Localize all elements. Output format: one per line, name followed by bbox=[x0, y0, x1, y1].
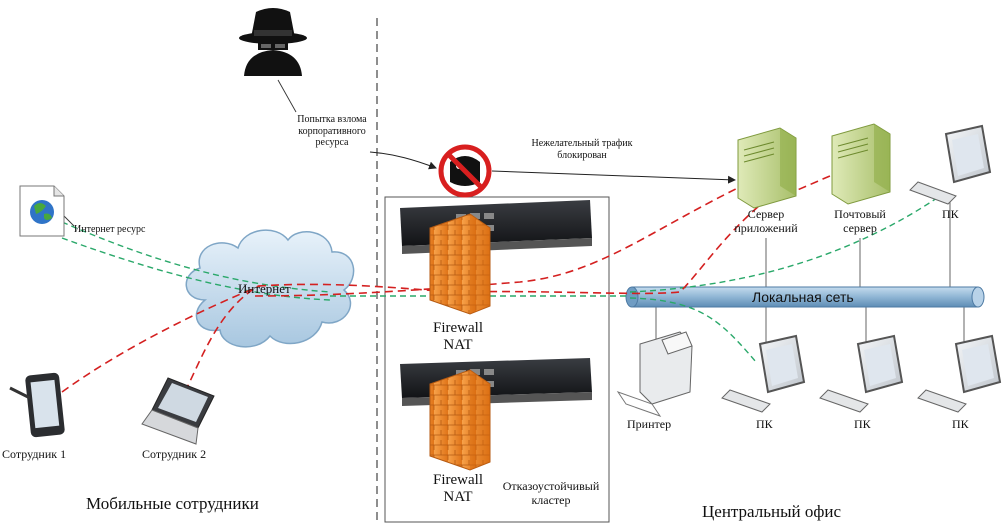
pc-bottom-1-label: ПК bbox=[756, 417, 773, 431]
attacker-label-line: ресурса bbox=[315, 137, 349, 148]
blocked-arrow bbox=[491, 170, 736, 184]
app-server-line1: Сервер bbox=[747, 207, 785, 221]
pc-bottom-3-icon bbox=[917, 334, 1002, 413]
lan-drops bbox=[655, 200, 965, 350]
attack-arrow bbox=[369, 151, 437, 170]
internet-label: Интернет bbox=[238, 281, 291, 296]
lan-pipe bbox=[625, 286, 985, 308]
pc-bottom-1-icon bbox=[721, 334, 806, 413]
laptop-icon bbox=[141, 377, 215, 445]
firewall-line2: NAT bbox=[443, 337, 473, 354]
pc-bottom-2-icon bbox=[819, 334, 904, 413]
firewall-2-label: Firewall NAT bbox=[420, 472, 496, 507]
vpn-traffic-lines bbox=[61, 167, 851, 393]
app-server-label: Сервер приложений bbox=[730, 207, 802, 236]
tablet-icon bbox=[9, 372, 65, 438]
pc-bottom-3-label: ПК bbox=[952, 417, 969, 431]
pc-top-icon bbox=[909, 124, 992, 205]
blocked-label-line: Нежелательный трафик bbox=[531, 138, 633, 149]
mail-server-line2: сервер bbox=[843, 220, 877, 235]
cluster-line1: Отказоустойчивый bbox=[502, 479, 600, 493]
pc-top-label: ПК bbox=[942, 207, 959, 221]
internet-resource-label: Интернет ресурс bbox=[74, 224, 146, 235]
employee2-label: Сотрудник 2 bbox=[142, 447, 207, 461]
printer-icon bbox=[616, 331, 693, 417]
attacker-callout-line bbox=[277, 79, 297, 113]
attacker-label-line: Попытка взлома bbox=[297, 114, 367, 125]
firewall-line1: Firewall bbox=[433, 320, 483, 336]
mail-server-line1: Почтовый bbox=[834, 207, 886, 221]
internet-resource-icon bbox=[19, 185, 65, 237]
cluster-label: Отказоустойчивый кластер bbox=[493, 479, 609, 508]
mail-server-label: Почтовый сервер bbox=[826, 207, 894, 236]
blocked-label: Нежелательный трафик блокирован bbox=[522, 138, 642, 161]
rack-server-1-icon bbox=[400, 200, 592, 254]
internet-cloud-icon bbox=[185, 229, 355, 348]
printer-label: Принтер bbox=[627, 417, 672, 431]
pc-bottom-2-label: ПК bbox=[854, 417, 871, 431]
attacker-label-line: корпоративного bbox=[298, 125, 366, 137]
employee1-label: Сотрудник 1 bbox=[2, 447, 67, 461]
firewall-1-icon bbox=[429, 213, 491, 315]
attacker-label: Попытка взлома корпоративного ресурса bbox=[290, 114, 374, 149]
blocked-traffic-icon bbox=[438, 144, 492, 198]
mobile-region-title: Мобильные сотрудники bbox=[86, 494, 259, 513]
firewall-line1: Firewall bbox=[433, 472, 483, 488]
rack-server-2-icon bbox=[400, 358, 592, 406]
mail-server-icon bbox=[831, 123, 891, 205]
attacker-icon bbox=[239, 8, 307, 76]
app-server-line2: приложений bbox=[734, 220, 798, 235]
firewall-1-label: Firewall NAT bbox=[420, 320, 496, 355]
firewall-2-icon bbox=[429, 369, 491, 471]
blocked-label-line: блокирован bbox=[557, 149, 607, 161]
lan-label: Локальная сеть bbox=[752, 289, 854, 305]
app-server-icon bbox=[737, 127, 797, 209]
office-region-title: Центральный офис bbox=[702, 502, 842, 521]
firewall-line2: NAT bbox=[443, 489, 473, 506]
cluster-line2: кластер bbox=[531, 492, 571, 507]
